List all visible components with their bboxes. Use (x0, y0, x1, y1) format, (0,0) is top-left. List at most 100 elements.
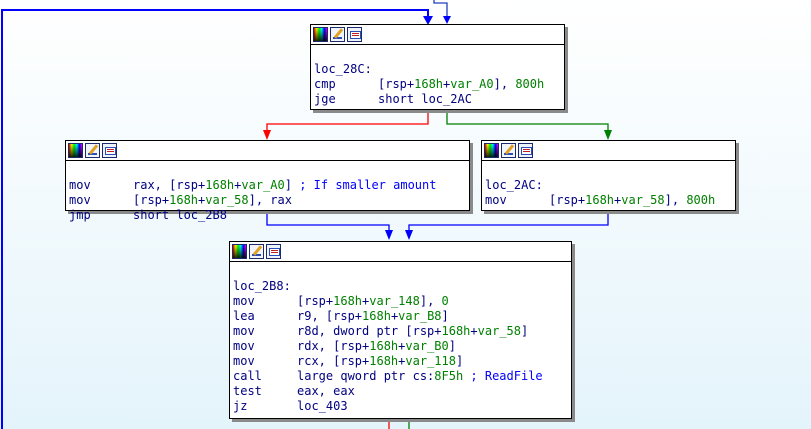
instruction-operands: rax, [rsp+168h+var_A0] ; If smaller amou… (133, 178, 436, 193)
edge-true-branch (446, 110, 609, 136)
operand-text: + (198, 193, 206, 207)
operand-text: r8d, dword ptr [rsp+ (297, 324, 442, 338)
code-label[interactable]: loc_2AC: (485, 178, 543, 192)
operand-text: ], (664, 193, 687, 207)
edge-false-branch-arrow (263, 130, 271, 140)
operand-text: + (362, 294, 370, 308)
operand-variable[interactable]: var_A0 (450, 77, 494, 91)
graph-view-icon[interactable] (102, 143, 117, 158)
operand-number: 168h (441, 324, 471, 338)
operand-text: + (470, 324, 478, 338)
operand-text: r9, [rsp+ (297, 309, 363, 323)
rename-pencil-icon[interactable] (330, 27, 345, 42)
instruction-line[interactable]: jge short loc_2AC (314, 92, 561, 107)
operand-text: ], (419, 294, 442, 308)
block-loc-2ac[interactable]: loc_2AC:mov[rsp+168h+var_58], 800h (481, 140, 736, 211)
graph-view-icon[interactable] (518, 143, 533, 158)
blank-line (314, 47, 561, 62)
operand-text: ] (521, 324, 529, 338)
instruction-mnemonic: mov (233, 339, 255, 353)
edge-incoming-top (433, 0, 448, 22)
edge-false-branch (266, 110, 429, 136)
code-label[interactable]: loc_2B8: (233, 279, 291, 293)
edge-true-branch-arrow (604, 130, 612, 140)
block-header (311, 25, 564, 45)
operand-variable[interactable]: var_A0 (241, 178, 285, 192)
rename-pencil-icon[interactable] (85, 143, 100, 158)
instruction-mnemonic: cmp (314, 77, 336, 91)
operand-text: ] (284, 178, 292, 192)
graph-view-icon[interactable] (266, 244, 281, 259)
block-body: loc_28C:cmp [rsp+168h+var_A0], 800h jge sho… (311, 45, 564, 110)
instruction-line[interactable]: mov[rsp+168h+var_58], rax (69, 193, 466, 208)
instruction-operands: [rsp+168h+var_A0], 800h (378, 77, 544, 92)
instruction-operands: r9, [rsp+168h+var_B8] (297, 309, 449, 324)
instruction-operands: large qword ptr cs:8F5h ; ReadFile (297, 369, 543, 384)
operand-text: ] (441, 309, 449, 323)
operand-variable[interactable]: var_58 (477, 324, 521, 338)
color-palette-icon[interactable] (232, 244, 247, 259)
code-label[interactable]: loc_28C: (314, 62, 372, 76)
operand-number: 168h (369, 339, 399, 353)
block-body: loc_2AC:mov[rsp+168h+var_58], 800h (482, 161, 735, 211)
blank-line (69, 163, 466, 178)
block-loc-28c[interactable]: loc_28C:cmp [rsp+168h+var_A0], 800h jge sho… (310, 24, 565, 110)
operand-number: 0 (441, 294, 449, 308)
operand-text: [rsp+ (133, 193, 170, 207)
operand-text: short loc_2B8 (133, 208, 227, 222)
operand-text: short loc_2AC (378, 92, 472, 106)
operand-number: 168h (169, 193, 199, 207)
instruction-line[interactable]: mov rax, [rsp+168h+var_A0] ; If smaller a… (69, 178, 466, 193)
operand-number: 168h (362, 309, 391, 323)
rename-pencil-icon[interactable] (249, 244, 264, 259)
edge-incoming-top-arrow (443, 16, 451, 24)
operand-text: + (234, 178, 242, 192)
color-palette-icon[interactable] (313, 27, 328, 42)
color-palette-icon[interactable] (484, 143, 499, 158)
block-header (230, 242, 571, 262)
operand-variable[interactable]: var_58 (621, 193, 665, 207)
operand-text: + (398, 339, 406, 353)
operand-number: 168h (585, 193, 615, 207)
instruction-mnemonic: jge (314, 92, 336, 106)
instruction-line[interactable]: mov[rsp+168h+var_58], 800h (485, 193, 732, 208)
instruction-mnemonic: test (233, 384, 262, 398)
operand-number: 8F5h (434, 369, 464, 383)
edge-jmp-2b8-arrow (385, 230, 393, 240)
operand-variable[interactable]: var_58 (205, 193, 249, 207)
operand-number: 168h (414, 77, 444, 91)
instruction-mnemonic: mov (69, 178, 91, 192)
instruction-operands: rdx, [rsp+168h+var_B0] (297, 339, 456, 354)
operand-text: ] (455, 354, 464, 368)
code-comment: ; If smaller amount (291, 178, 437, 192)
operand-number: 168h (369, 354, 399, 368)
instruction-operands: r8d, dword ptr [rsp+168h+var_58] (297, 324, 528, 339)
color-palette-icon[interactable] (68, 143, 83, 158)
operand-text: [rsp+ (378, 77, 415, 91)
operand-variable[interactable]: var_118 (405, 354, 456, 368)
instruction-operands: rcx, [rsp+168h+var_118] (297, 354, 463, 369)
operand-variable[interactable]: var_B0 (405, 339, 449, 353)
instruction-line[interactable]: mov rdx, [rsp+168h+var_B0] (233, 339, 568, 354)
block-smaller-amount[interactable]: mov rax, [rsp+168h+var_A0] ; If smaller a… (65, 140, 470, 222)
graph-view-icon[interactable] (347, 27, 362, 42)
instruction-operands: [rsp+168h+var_58], rax (133, 193, 292, 208)
instruction-operands: [rsp+168h+var_58], 800h (549, 193, 715, 208)
instruction-operands: [rsp+168h+var_148], 0 (297, 294, 449, 309)
instruction-line[interactable]: cmp [rsp+168h+var_A0], 800h (314, 77, 561, 92)
rename-pencil-icon[interactable] (501, 143, 516, 158)
instruction-line[interactable]: mov [rsp+168h+var_148], 0 (233, 294, 568, 309)
code-comment: ; ReadFile (463, 369, 543, 383)
operand-variable[interactable]: var_148 (369, 294, 420, 308)
operand-text: + (390, 309, 399, 323)
operand-variable[interactable]: var_B8 (398, 309, 442, 323)
instruction-mnemonic: mov (233, 294, 255, 308)
